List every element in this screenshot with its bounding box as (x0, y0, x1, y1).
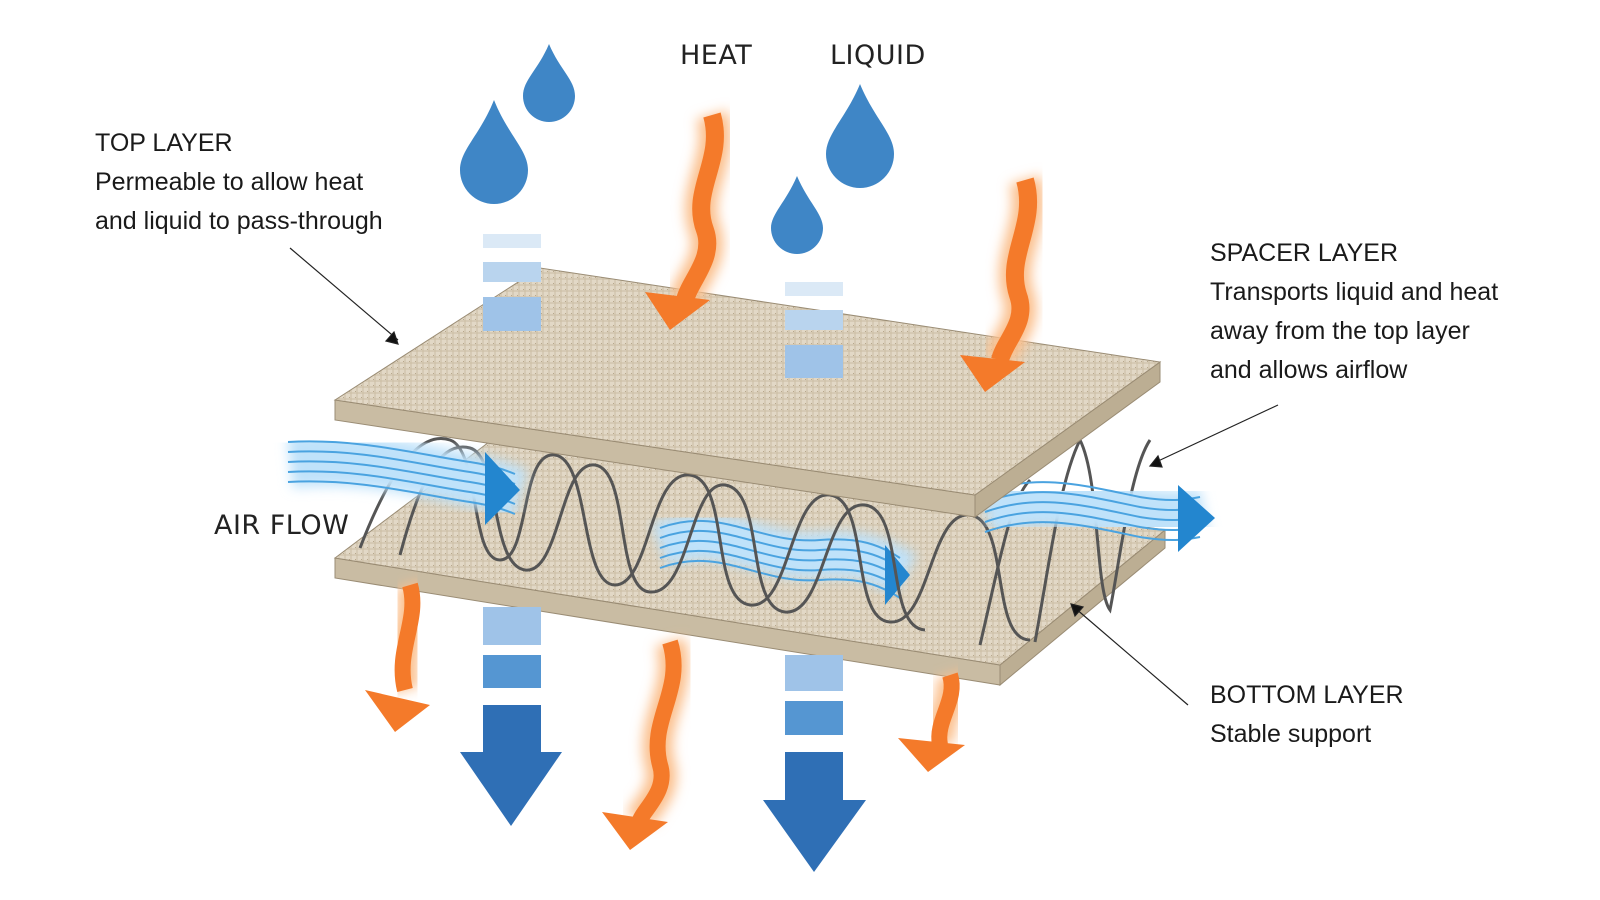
top-layer-desc-2: and liquid to pass-through (95, 207, 383, 235)
liquid-drain-right (763, 655, 866, 872)
wavy-arrow-icon (602, 637, 689, 850)
droplet-icon (523, 44, 575, 122)
liquid-pass-through-left (483, 234, 541, 331)
air-flow-label: AIR FLOW (214, 510, 350, 541)
wavy-arrow-icon (365, 580, 430, 732)
air-stream-middle (651, 513, 917, 605)
bottom-layer-callout: BOTTOM LAYER Stable support (1210, 676, 1404, 754)
down-arrow-icon (460, 752, 562, 826)
arrowhead-icon (1148, 454, 1163, 468)
wavy-arrow-icon (898, 670, 967, 772)
droplet-icon (826, 84, 894, 188)
liquid-pass-through-right (785, 282, 843, 378)
spacer-layer-desc-2: away from the top layer (1210, 317, 1470, 345)
top-layer-desc-1: Permeable to allow heat (95, 168, 364, 196)
arrowhead-icon (384, 330, 399, 345)
bottom-layer-title: BOTTOM LAYER (1210, 681, 1404, 709)
top-layer-title: TOP LAYER (95, 129, 233, 157)
spacer-layer-leader-line (1155, 404, 1279, 463)
top-layer-leader-line (289, 247, 399, 341)
bottom-layer-leader-line (1074, 607, 1189, 706)
liquid-drain-left (460, 607, 562, 826)
arrowhead-icon (1070, 603, 1085, 618)
spacer-layer-title: SPACER LAYER (1210, 239, 1399, 267)
air-stream-left (287, 434, 529, 525)
wavy-arrow-icon (645, 110, 731, 330)
top-layer-slab (333, 267, 1162, 518)
heat-label: HEAT (680, 40, 753, 71)
air-stream-right (975, 473, 1215, 552)
spacer-layer-desc-3: and allows airflow (1210, 356, 1408, 384)
down-arrow-icon (763, 800, 866, 872)
bottom-layer-desc-1: Stable support (1210, 720, 1372, 748)
droplet-icon (460, 100, 528, 204)
wavy-arrow-icon (960, 175, 1045, 392)
top-layer-callout: TOP LAYER Permeable to allow heat and li… (95, 124, 383, 241)
droplet-icon (771, 176, 823, 254)
liquid-label: LIQUID (830, 40, 926, 71)
spacer-layer-desc-1: Transports liquid and heat (1210, 278, 1499, 306)
spacer-layer-callout: SPACER LAYER Transports liquid and heat … (1210, 234, 1498, 390)
